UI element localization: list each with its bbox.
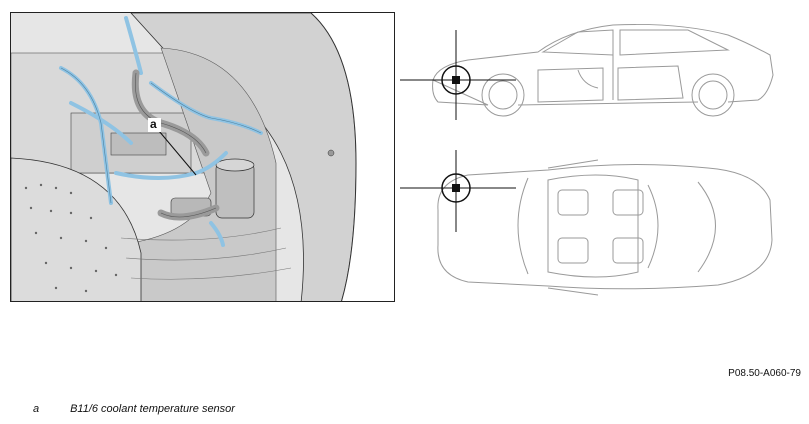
callout-label: a	[150, 117, 157, 131]
legend-text: B11/6 coolant temperature sensor	[70, 403, 235, 415]
vehicle-locator-drawing	[400, 23, 774, 296]
legend-item: a B11/6 coolant temperature sensor	[33, 403, 235, 415]
engine-bay-illustration: a	[10, 12, 395, 302]
vehicle-top-view-icon	[437, 159, 773, 296]
legend: a B11/6 coolant temperature sensor	[33, 403, 235, 415]
legend-key: a	[33, 403, 40, 415]
locator-crosshair-icon	[400, 150, 516, 232]
vehicle-side-view-icon	[432, 23, 774, 117]
engine-bay-drawing	[11, 13, 394, 301]
locator-crosshair-icon	[400, 30, 516, 120]
callout-leader	[158, 130, 197, 176]
figure-code: P08.50-A060-79	[728, 368, 801, 379]
vehicle-locator	[398, 10, 808, 310]
